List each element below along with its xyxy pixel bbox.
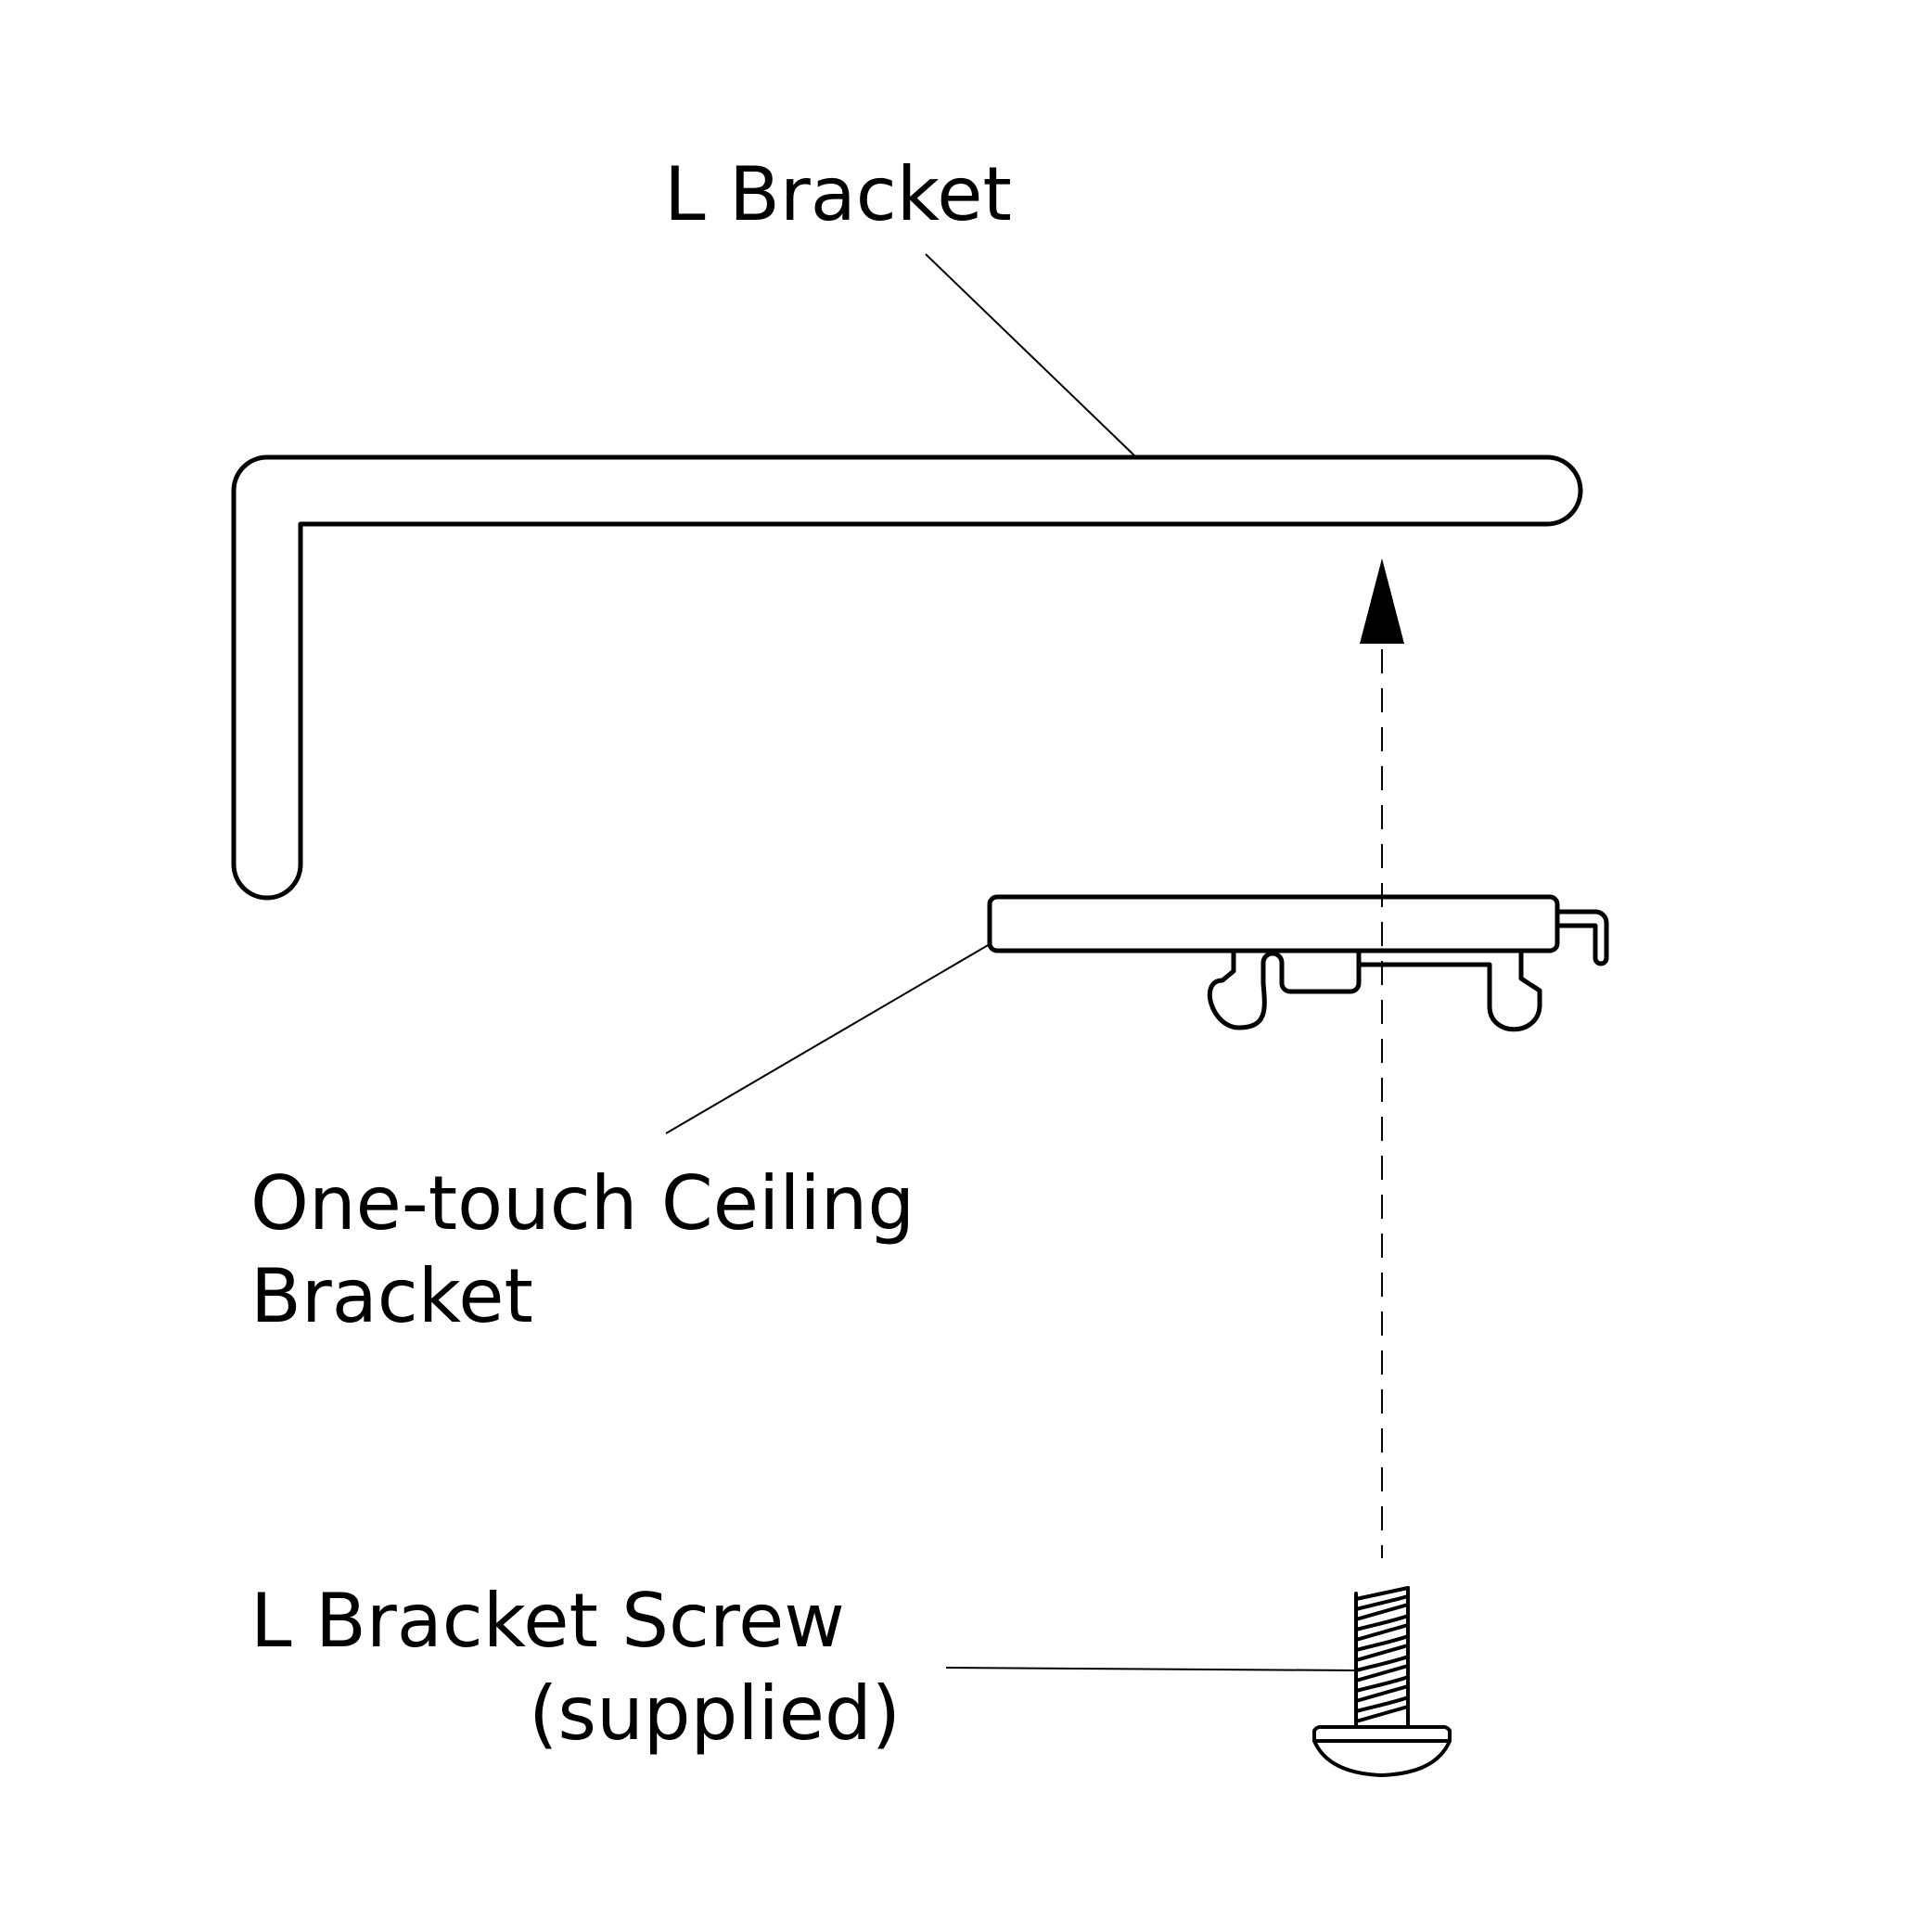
ceiling-bracket-label-line1: One-touch Ceiling [250,1160,915,1247]
screw-leader-line [945,1667,1357,1671]
arrow-up-icon [1360,558,1404,644]
l-bracket-leader-line [925,253,1137,458]
screw-label-line1: L Bracket Screw [250,1578,845,1664]
ceiling-bracket-leader-line [665,943,991,1134]
ceiling-bracket-shape [987,894,1609,1032]
screw-label-line2: (supplied) [529,1670,901,1757]
screw-icon [1312,1586,1452,1777]
ceiling-bracket-label-line2: Bracket [250,1253,533,1339]
l-bracket-shape [231,454,1583,901]
l-bracket-label: L Bracket [664,151,1012,237]
